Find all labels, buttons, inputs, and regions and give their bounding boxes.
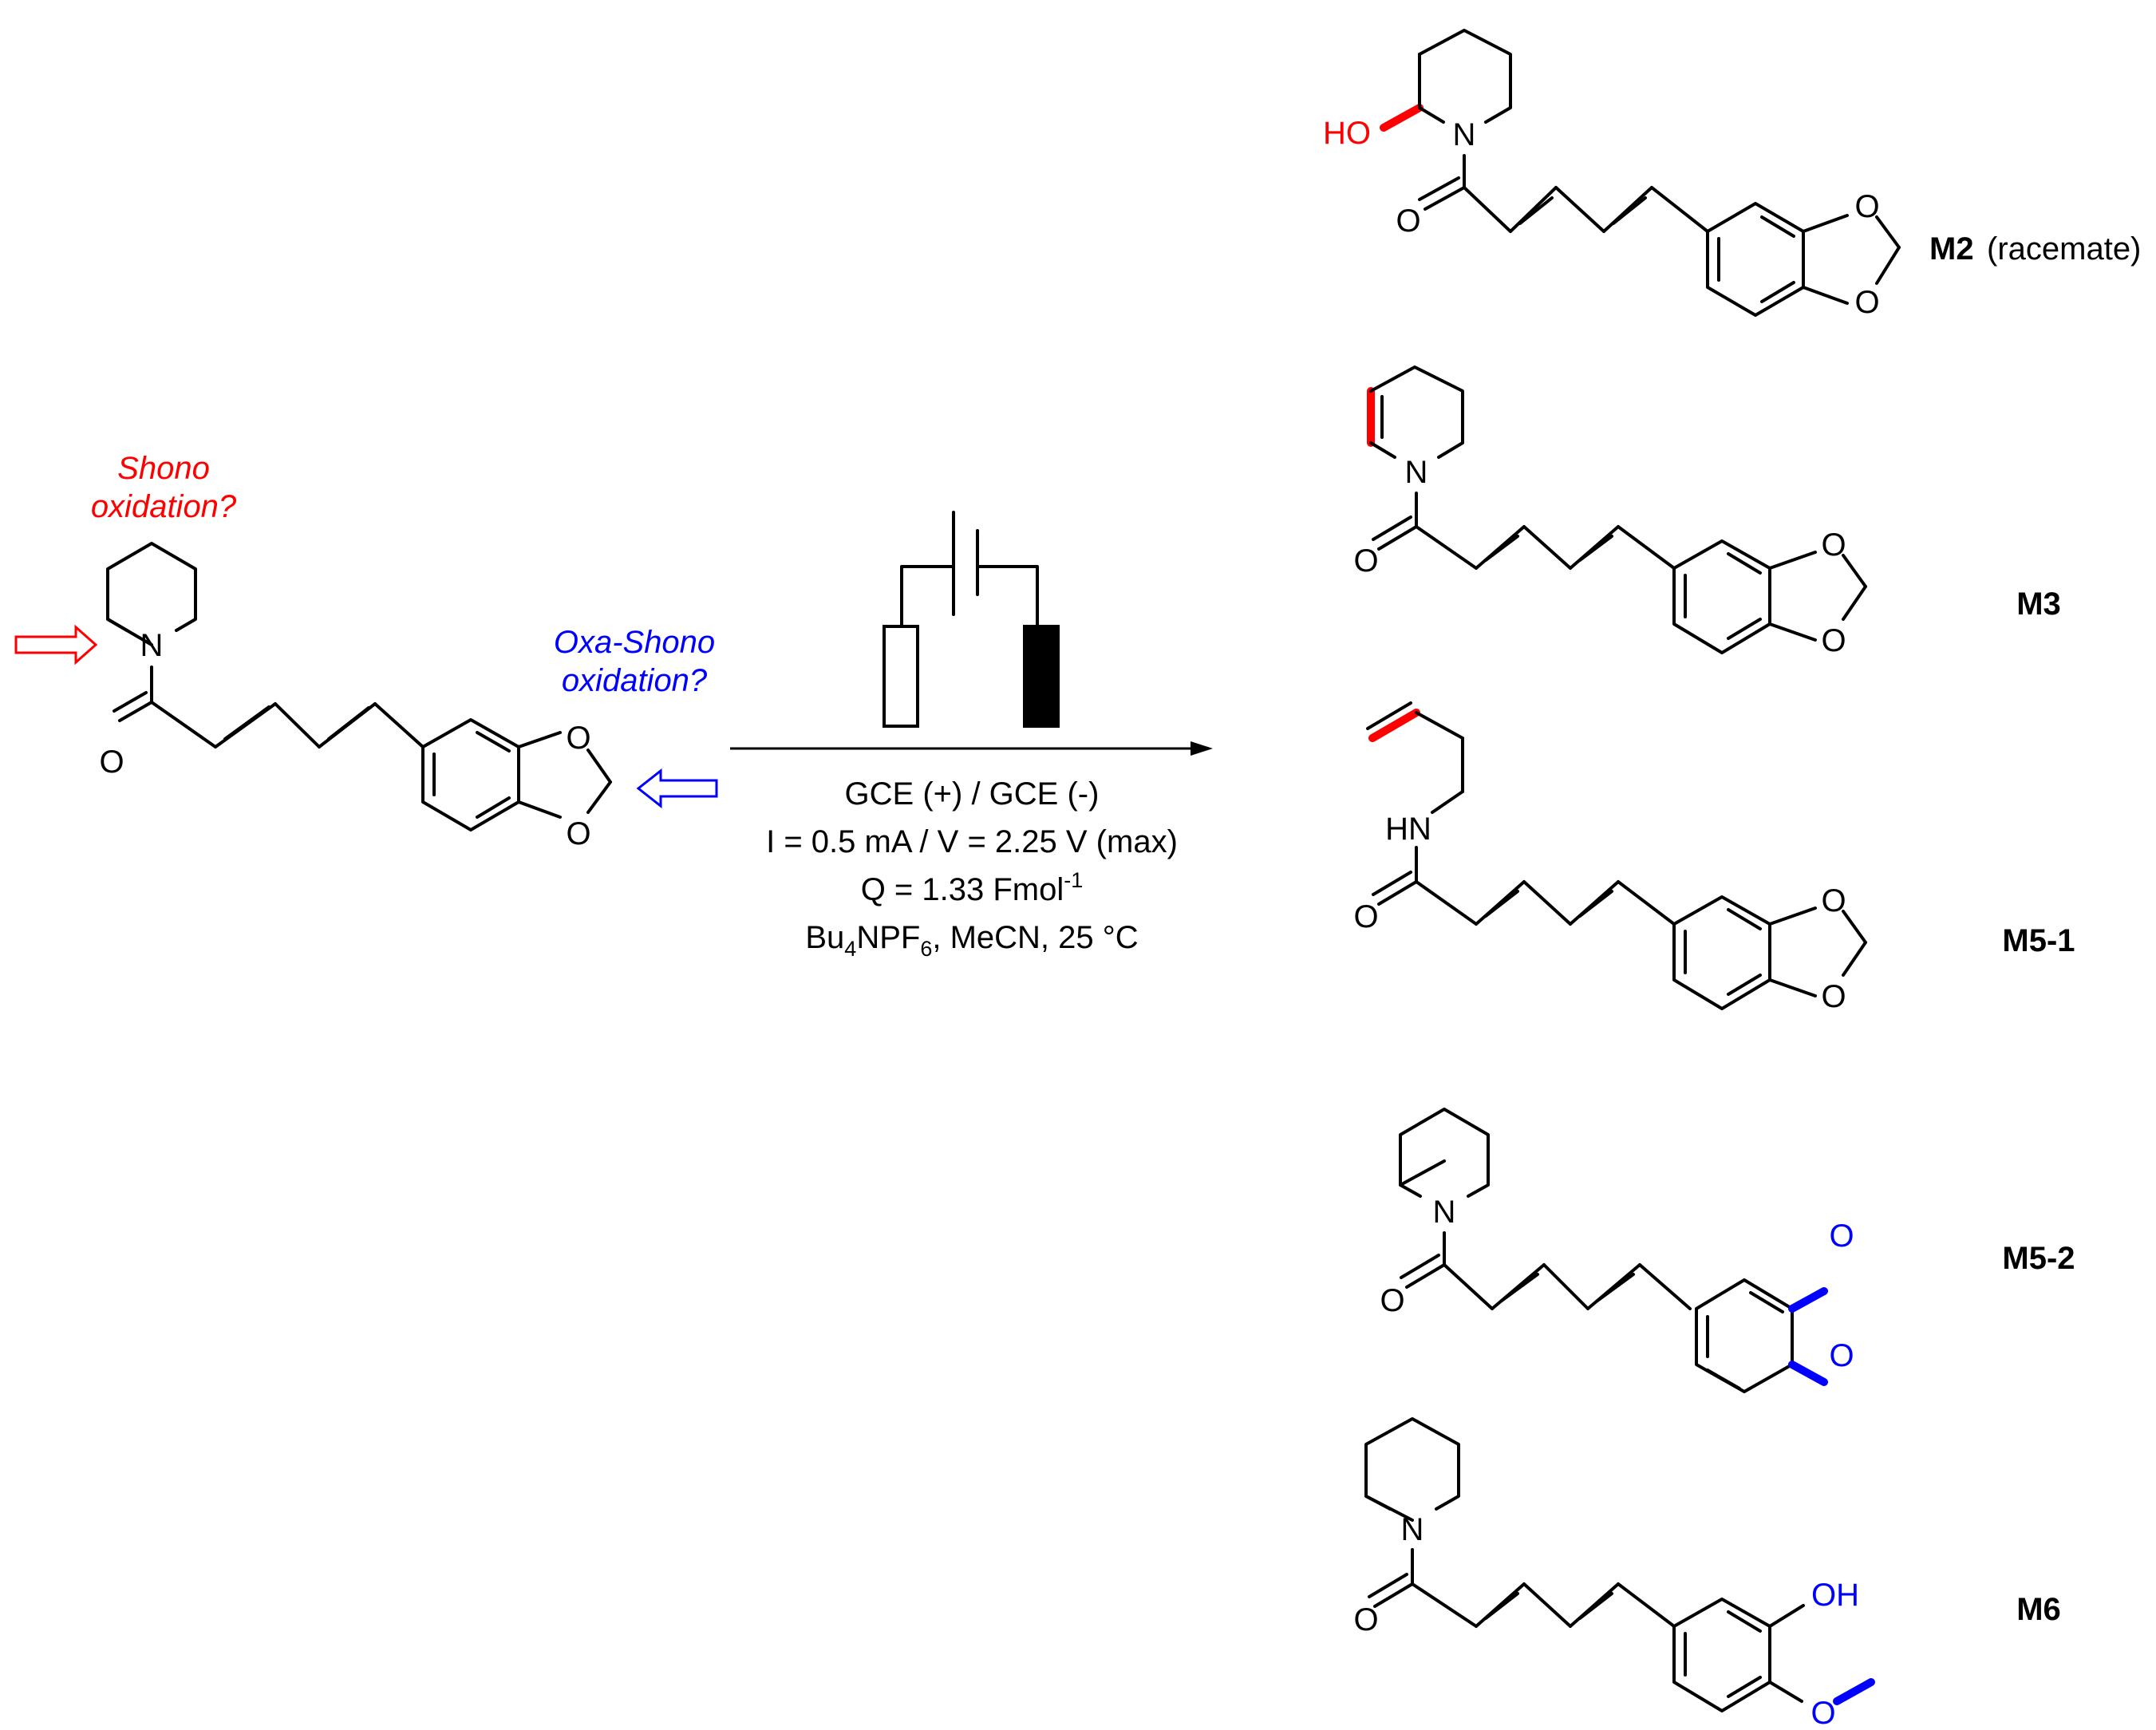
oxa-shono-question-line2: oxidation? xyxy=(562,663,708,698)
quinone-carbonyl-1 xyxy=(1788,1287,1828,1313)
amide-nitrogen: N xyxy=(140,628,164,663)
label-m3: M3 xyxy=(2016,587,2061,622)
conditions-charge: Q = 1.33 Fmol-1 xyxy=(861,868,1084,907)
quinone-carbonyl-2 xyxy=(1788,1361,1828,1386)
carbonyl-oxygen: O xyxy=(1353,543,1378,579)
dioxole-oxygen-2: O xyxy=(1821,623,1846,658)
conditions-electrodes: GCE (+) / GCE (-) xyxy=(845,776,1100,812)
amide-nitrogen: N xyxy=(1405,455,1428,490)
new-c-o-bond xyxy=(1380,104,1424,132)
oxa-shono-arrow xyxy=(636,768,718,809)
methylene-bond xyxy=(586,780,612,814)
chain-aryl-bond xyxy=(373,702,424,748)
oxa-shono-annotation: Oxa-Shono oxidation? xyxy=(554,625,718,809)
product-m5-2: N O O O M5-2 xyxy=(1380,1108,2075,1393)
anode-electrode xyxy=(883,625,919,728)
ring-bond xyxy=(106,618,128,632)
label-m2: M2 xyxy=(1929,231,1974,267)
shono-question-line1: Shono xyxy=(117,451,210,486)
label-m6: M6 xyxy=(2016,1592,2061,1627)
phenol-hydroxyl: OH xyxy=(1811,1578,1859,1613)
reaction-arrow xyxy=(730,741,1213,756)
hydroxyl-group: HO xyxy=(1323,116,1371,151)
conditions-electrolyte-solvent: Bu4NPF6, MeCN, 25 °C xyxy=(805,920,1138,961)
product-m2: HO N O O O M2 (racemate) xyxy=(1323,29,2141,320)
dioxole-oxygen-1: O xyxy=(1821,527,1846,563)
benzene-ring xyxy=(421,718,520,831)
dioxole-oxygen-2: O xyxy=(1821,979,1846,1014)
dioxole-oxygen-1: O xyxy=(1854,189,1879,224)
amide-nitrogen: N xyxy=(1433,1195,1456,1230)
shono-arrow xyxy=(14,624,98,666)
quinone-oxygen-1: O xyxy=(1829,1219,1854,1254)
dioxole-oxygen-2: O xyxy=(1854,285,1879,320)
terminal-alkene xyxy=(1368,709,1420,742)
carbonyl-oxygen: O xyxy=(1380,1283,1404,1318)
carbonyl-oxygen: O xyxy=(1396,203,1420,239)
amide-nitrogen: N xyxy=(1453,117,1476,152)
shono-question-line2: oxidation? xyxy=(91,489,237,524)
dioxole-bond xyxy=(517,731,562,748)
carbonyl-double-bond xyxy=(118,701,153,722)
product-m6: N O OH O M6 xyxy=(1353,1417,2061,1730)
carbonyl-oxygen: O xyxy=(99,745,124,780)
substrate-piperine: N O O O xyxy=(99,542,612,851)
shono-annotation: Shono oxidation? xyxy=(14,451,237,666)
cathode-electrode xyxy=(1023,625,1060,728)
quinone-oxygen-2: O xyxy=(1829,1338,1854,1373)
reaction-conditions: GCE (+) / GCE (-) I = 0.5 mA / V = 2.25 … xyxy=(766,776,1178,961)
dioxole-bond xyxy=(517,800,562,819)
chain-bond xyxy=(150,701,217,748)
dioxole-oxygen-1: O xyxy=(1821,883,1846,918)
dioxole-oxygen-2: O xyxy=(566,816,590,851)
oxa-shono-question-line1: Oxa-Shono xyxy=(554,625,715,660)
carbonyl-oxygen: O xyxy=(1353,1602,1378,1637)
conditions-current-voltage: I = 0.5 mA / V = 2.25 V (max) xyxy=(766,824,1178,859)
amide-nh: HN xyxy=(1385,812,1431,847)
label-m5-1: M5-1 xyxy=(2002,923,2075,958)
methoxy-oxygen: O xyxy=(1810,1696,1835,1730)
chain-bond xyxy=(274,702,321,748)
electrochemical-cell-icon xyxy=(883,511,1060,728)
methylene-bond xyxy=(586,748,612,784)
amide-nitrogen: N xyxy=(1401,1512,1424,1547)
carbonyl-oxygen: O xyxy=(1353,899,1378,934)
label-m2-note: (racemate) xyxy=(1987,231,2141,267)
product-m3: N O O O M3 xyxy=(1353,365,2061,658)
product-m5-1: HN O O O M5-1 xyxy=(1353,701,2075,1014)
methoxy-methyl xyxy=(1833,1678,1875,1705)
label-m5-2: M5-2 xyxy=(2002,1241,2075,1276)
